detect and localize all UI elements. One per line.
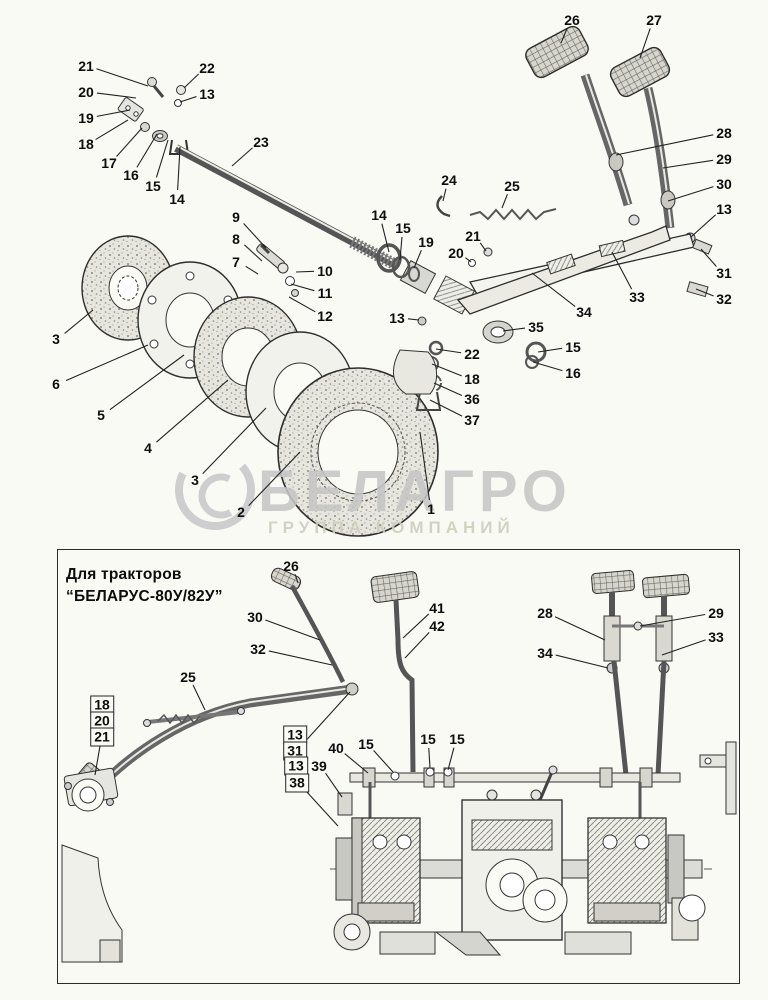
watermark-logo-icon: [175, 450, 255, 530]
panel-title-line2: “БЕЛАРУС-80У/82У”: [66, 588, 223, 605]
panel-title-line1: Для тракторов: [66, 566, 182, 583]
lower-panel-frame: [57, 549, 740, 984]
watermark-brand: БЕЛАГРО: [258, 459, 572, 524]
watermark-subtitle: ГРУППА КОМПАНИЙ: [268, 518, 515, 537]
lower-panel-drawing: [61, 567, 737, 963]
top-exploded-view: [81, 25, 713, 537]
